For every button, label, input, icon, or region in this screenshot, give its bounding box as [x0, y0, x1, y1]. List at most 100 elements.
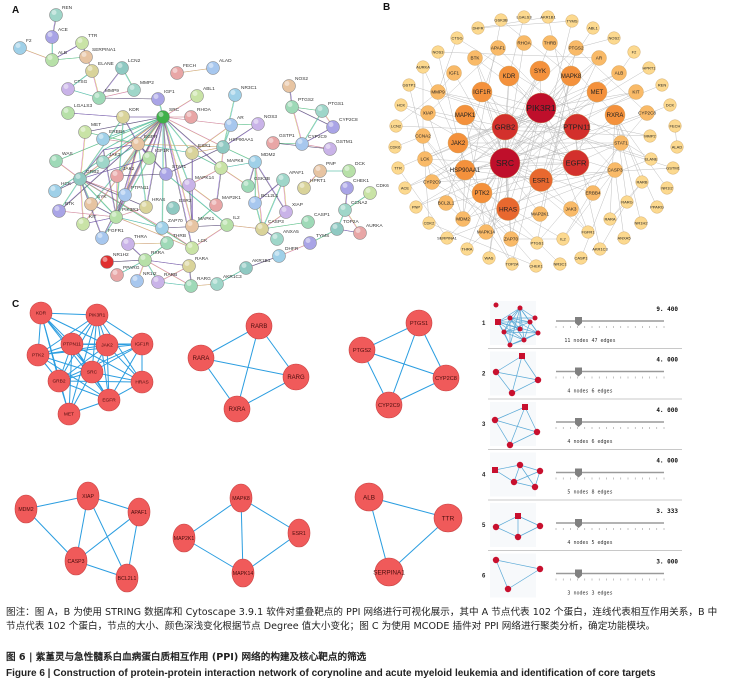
node-circle [297, 181, 311, 195]
network-node: DCK [663, 98, 677, 112]
string-node: PTPN11 [118, 185, 149, 202]
node-label: NR1H2 [634, 220, 648, 225]
node-label: JAK2 [123, 166, 135, 172]
network-node: ELANE [644, 152, 658, 166]
thumb-node [510, 478, 518, 486]
node-label: DCK [666, 102, 675, 107]
node-label: RARB [636, 179, 647, 184]
node-circle [565, 14, 579, 28]
network-node: WAS [482, 251, 496, 265]
panel-label-b: B [383, 2, 390, 13]
node-label: AURKA [366, 223, 383, 229]
node-circle [131, 137, 145, 151]
string-node: ERBB4 [96, 129, 125, 146]
node-circle [49, 8, 63, 22]
module-node: IGF1R [130, 332, 154, 356]
node-label: NOS2 [609, 35, 621, 40]
node-circle [340, 181, 354, 195]
thumb-edge [513, 470, 541, 483]
node-label: REN [658, 82, 667, 87]
string-node: AURKA [353, 223, 383, 240]
network-node: ZAP70 [503, 231, 519, 247]
network-node: AKR1B1 [540, 10, 556, 24]
string-node: MAPK8 [214, 158, 244, 175]
string-node: HSP90AA1 [216, 137, 254, 154]
node-label: RARB [164, 272, 177, 278]
node-highlight [241, 263, 247, 268]
node-label: PTPN11 [63, 342, 81, 348]
node-label: CYP2C8 [339, 117, 358, 123]
module-node: XIAP [76, 481, 100, 511]
cluster-thumbnail [490, 402, 536, 446]
node-circle [591, 50, 607, 66]
node-label: PIK3R1 [89, 313, 106, 319]
network-node: APAF1 [490, 40, 506, 56]
node-highlight [97, 233, 103, 238]
network-node: RARG [620, 195, 634, 209]
node-circle [450, 31, 464, 45]
node-label: NR3C1 [241, 85, 257, 91]
network-node: ABL1 [586, 21, 600, 35]
node-circle [354, 482, 384, 512]
thumb-edge [495, 515, 519, 528]
node-highlight [184, 261, 190, 266]
node-circle [251, 117, 265, 131]
node-label: GSTM1 [336, 139, 353, 145]
thumb-edge [509, 431, 538, 446]
node-label: SERPINA1 [373, 569, 405, 576]
node-circle [432, 364, 460, 392]
node-label: TTR [88, 33, 98, 39]
thumb-edge [495, 526, 519, 538]
node-circle [532, 206, 548, 222]
node-highlight [299, 183, 305, 188]
network-node: NR1I2 [660, 181, 674, 195]
node-highlight [317, 106, 323, 111]
node-label: ABL1 [588, 25, 599, 30]
node-label: PTGS1 [530, 240, 544, 245]
node-highlight [303, 217, 309, 222]
string-edge [165, 146, 224, 175]
node-circle [285, 100, 299, 114]
string-edge [162, 116, 190, 186]
string-edge [54, 116, 164, 192]
string-node: AR [224, 115, 244, 132]
string-node: APAF1 [276, 170, 304, 187]
node-label: JAK3 [566, 207, 577, 212]
node-label: REN [62, 5, 73, 11]
string-edge [59, 210, 117, 218]
network-edge [549, 42, 616, 116]
network-node: BCL2L1 [438, 195, 455, 211]
network-edge [395, 91, 439, 127]
node-highlight [186, 281, 192, 286]
node-label: PTPN11 [131, 185, 149, 191]
node-circle [643, 129, 657, 143]
network-edge [427, 47, 499, 114]
node-label: CYP2C9 [378, 403, 400, 409]
node-highlight [340, 205, 346, 210]
node-label: PTGS2 [568, 46, 584, 51]
network-edge [485, 213, 541, 233]
node-circle [440, 231, 454, 245]
node-label: F2 [632, 49, 637, 54]
node-circle [138, 253, 152, 267]
node-circle [79, 50, 93, 64]
network-node: IL2 [556, 232, 570, 246]
node-label: PPARG [123, 265, 140, 271]
module-node: ESR1 [287, 518, 311, 548]
network-edge [504, 70, 541, 164]
node-label: MDM2 [18, 507, 33, 513]
node-highlight [47, 32, 53, 37]
node-highlight [123, 239, 129, 244]
network-edge [481, 91, 577, 164]
thumb-node [501, 329, 507, 335]
network-node: STAT1 [613, 135, 629, 151]
thumb-node [491, 416, 499, 424]
node-label: CHEK1 [529, 263, 543, 268]
cluster-size: 3 nodes 3 edges [567, 591, 612, 597]
node-circle [568, 40, 584, 56]
node-highlight [250, 198, 256, 203]
string-edge [80, 178, 147, 208]
node-circle [581, 225, 595, 239]
